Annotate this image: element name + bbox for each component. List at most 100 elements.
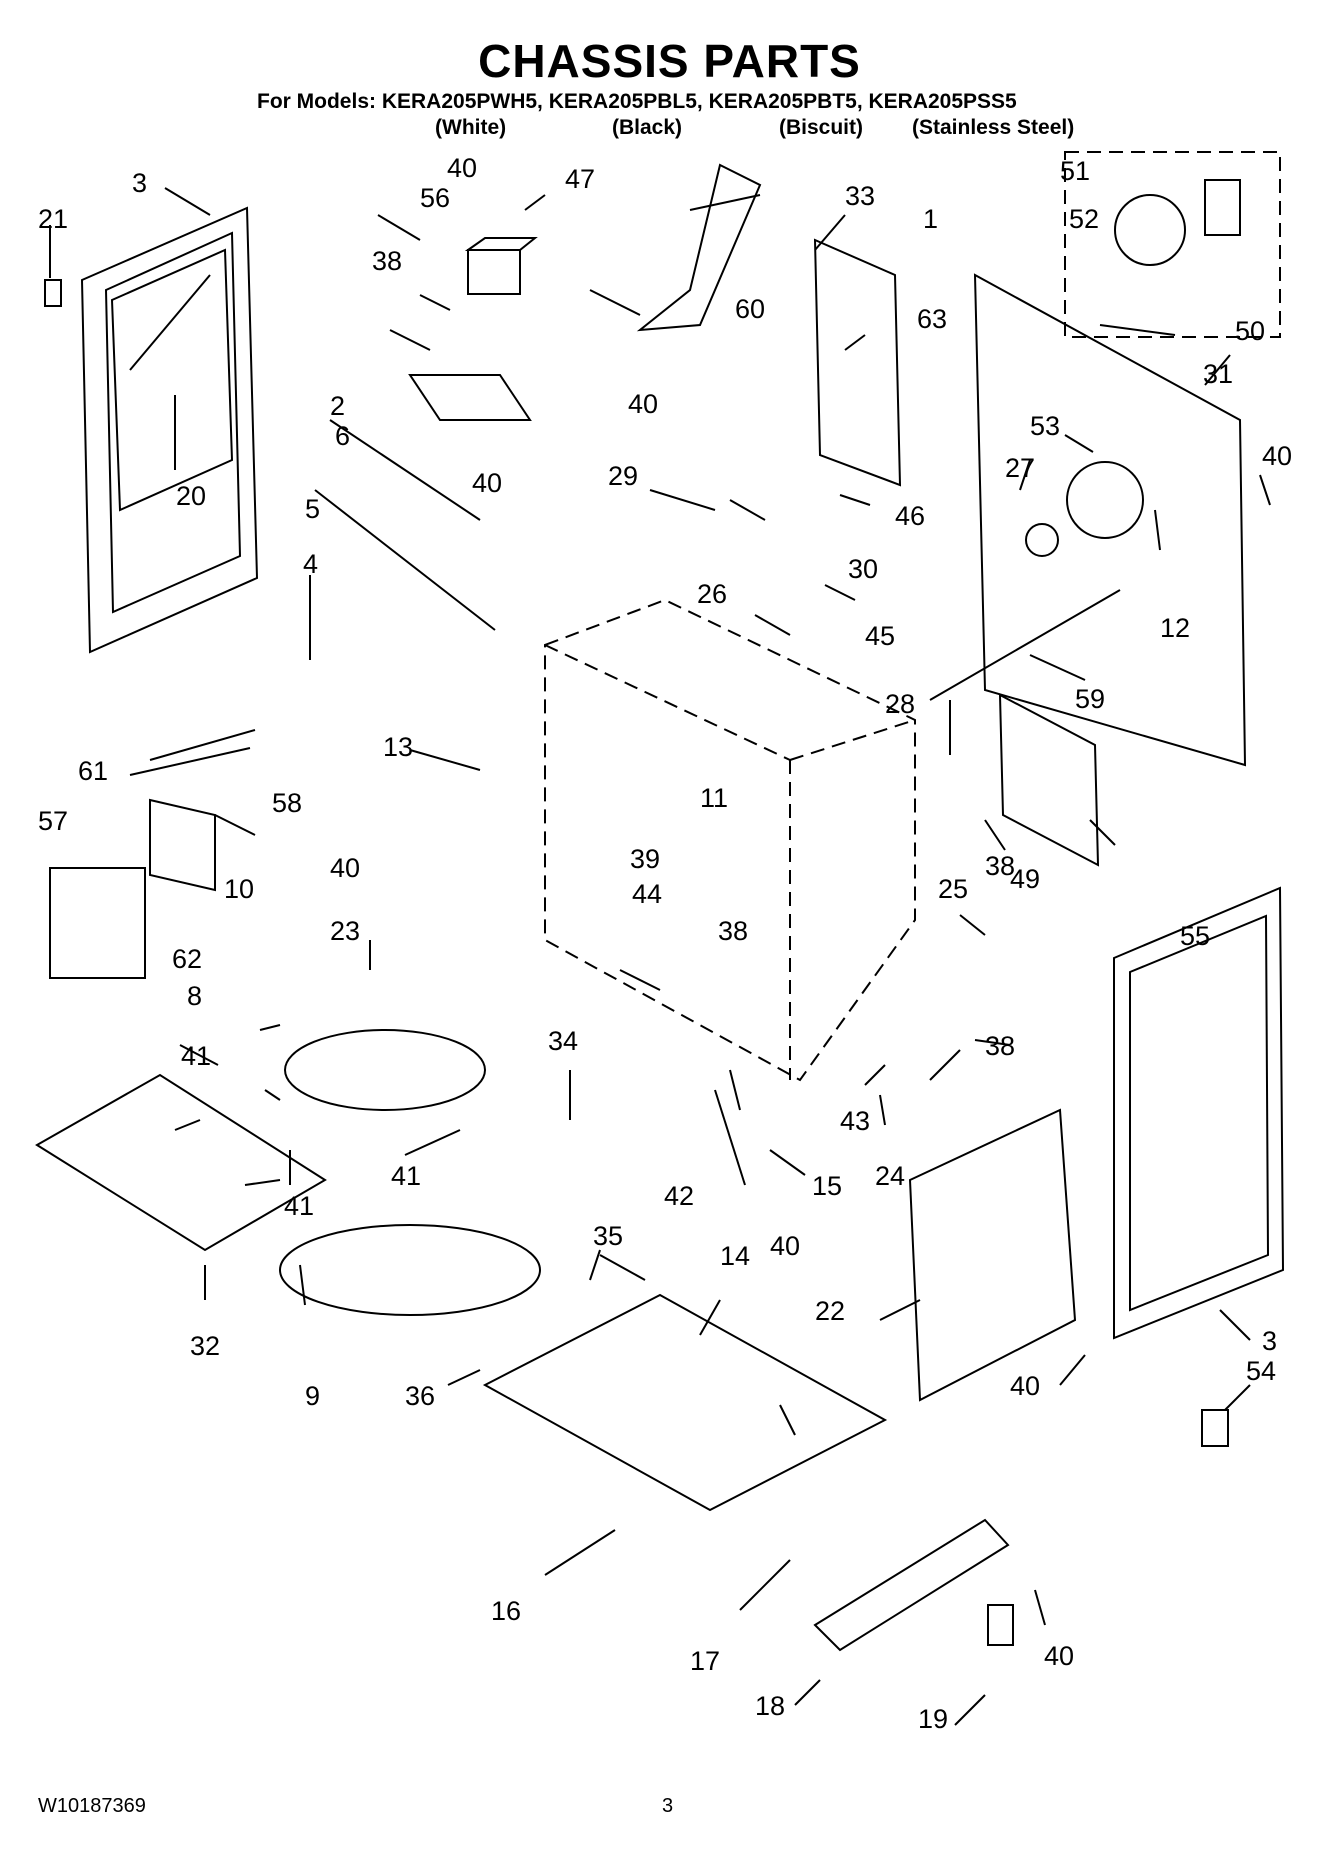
callout-label: 29 [608,461,638,491]
callout-label: 4 [303,549,318,579]
part-control-board [49,867,146,979]
leader-lines [49,187,1271,1726]
part-bake-element [279,1224,541,1316]
part-shield [149,798,216,892]
callout-label: 1 [923,204,938,234]
callout-label: 43 [840,1106,870,1136]
callout-label: 40 [472,468,502,498]
part-rear-panel [813,238,902,487]
part-label [1201,1409,1229,1447]
callout-label: 11 [700,783,728,813]
callout-label: 46 [895,501,925,531]
callout-label: 34 [548,1026,578,1056]
callout-label: 42 [664,1181,694,1211]
callout-label: 28 [885,689,915,719]
callout-label: 26 [697,579,727,609]
callout-label: 3 [1262,1326,1277,1356]
callout-label: 41 [181,1041,211,1071]
color-stainless: (Stainless Steel) [912,116,1075,139]
callout-label: 53 [1030,411,1060,441]
callout-label: 13 [383,732,413,762]
callout-label: 39 [630,844,660,874]
callout-label: 44 [632,879,662,909]
callout-label: 40 [770,1231,800,1261]
page-number: 3 [662,1795,674,1817]
color-white: (White) [435,116,507,139]
part-convection-fan [998,693,1100,867]
callout-label: 31 [1203,359,1233,389]
callout-label: 54 [1246,1356,1276,1386]
part-side-panel-left [80,206,259,654]
callout-label: 63 [917,304,947,334]
page-title: CHASSIS PARTS [478,35,861,87]
callout-label: 20 [176,481,206,511]
callout-label: 61 [78,756,108,786]
callout-label: 57 [38,806,68,836]
callout-label: 50 [1235,316,1265,346]
callout-label: 14 [720,1241,750,1271]
callout-label: 30 [848,554,878,584]
part-vent-duct [636,163,762,332]
part-oven-bottom [482,1293,888,1512]
part-hinge-clip [44,279,62,307]
callout-label: 19 [918,1704,948,1734]
part-fan-assembly-box [1064,151,1281,338]
callout-label: 32 [190,1331,220,1361]
callout-label: 8 [187,981,202,1011]
callout-label: 38 [718,916,748,946]
callout-label: 16 [491,1596,521,1626]
models-line: For Models: KERA205PWH5, KERA205PBL5, KE… [257,90,1017,113]
callout-label: 51 [1060,156,1090,186]
doc-number: W10187369 [38,1795,146,1817]
callout-label: 18 [755,1691,785,1721]
callout-label: 25 [938,874,968,904]
part-transformer [464,237,538,295]
part-access-cover [908,1108,1077,1402]
callout-label: 12 [1160,613,1190,643]
callout-label: 6 [335,421,350,451]
part-broil-element [284,1029,486,1111]
callout-label: 40 [330,853,360,883]
callout-label: 41 [391,1161,421,1191]
callout-label: 38 [372,246,402,276]
callout-label: 49 [1010,864,1040,894]
part-drawer-pan [35,1073,327,1252]
callout-label: 36 [405,1381,435,1411]
callout-label: 33 [845,181,875,211]
callout-label: 40 [447,153,477,183]
callout-labels: 1 2 3 3 4 5 6 8 9 10 11 12 13 14 15 16 1… [38,153,1292,1734]
callout-label: 58 [272,788,302,818]
callout-label: 5 [305,494,320,524]
callout-label: 59 [1075,684,1105,714]
callout-label: 17 [690,1646,720,1676]
callout-label: 27 [1005,453,1035,483]
callout-label: 52 [1069,204,1099,234]
callout-label: 35 [593,1221,623,1251]
callout-label: 40 [1044,1641,1074,1671]
callout-label: 55 [1180,921,1210,951]
callout-label: 15 [812,1171,842,1201]
callout-label: 10 [224,874,254,904]
color-black: (Black) [612,116,683,139]
callout-label: 38 [985,851,1015,881]
part-bottom-rail [813,1518,1010,1652]
callout-label: 23 [330,916,360,946]
callout-label: 41 [284,1191,314,1221]
callout-label: 40 [1010,1371,1040,1401]
part-oven-cavity [544,598,916,1082]
callout-label: 22 [815,1296,845,1326]
callout-label: 47 [565,164,595,194]
callout-label: 2 [330,391,345,421]
part-rear-wall [973,273,1247,767]
callout-label: 38 [985,1031,1015,1061]
callout-label: 24 [875,1161,905,1191]
callout-label: 56 [420,183,450,213]
callout-label: 40 [628,389,658,419]
part-bracket [408,374,532,421]
part-leveling-leg [987,1604,1014,1646]
callout-label: 40 [1262,441,1292,471]
part-side-panel-right [1113,886,1285,1340]
callout-label: 21 [38,204,68,234]
callout-label: 3 [132,168,147,198]
